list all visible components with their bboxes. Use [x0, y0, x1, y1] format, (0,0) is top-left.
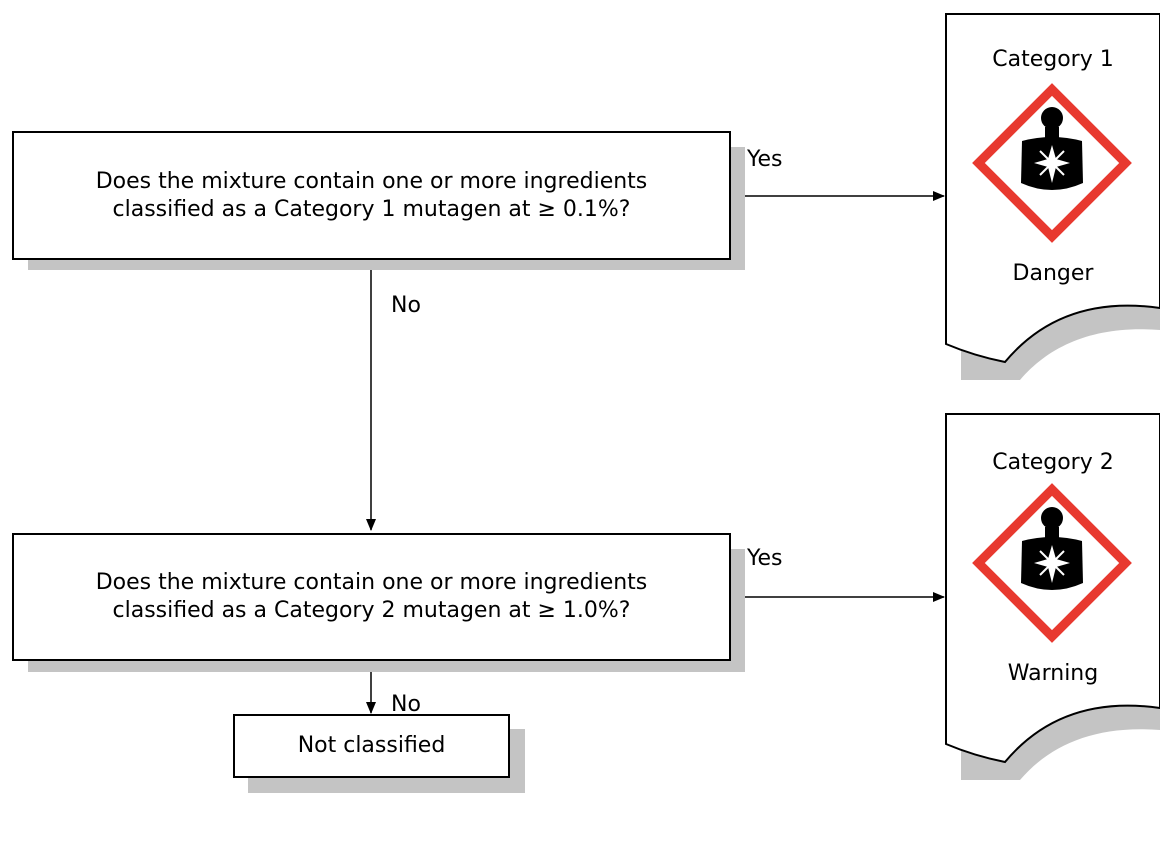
question-2-text: Does the mixture contain one or more ing…	[96, 569, 648, 625]
question-1-box: Does the mixture contain one or more ing…	[12, 131, 731, 260]
question-1-line-2: classified as a Category 1 mutagen at ≥ …	[112, 196, 631, 222]
question-1-line-1: Does the mixture contain one or more ing…	[95, 168, 648, 194]
health-hazard-icon	[972, 483, 1132, 643]
outcome-1-signal-word: Danger	[1012, 261, 1094, 286]
no-label-1: No	[391, 293, 421, 318]
health-hazard-icon	[972, 83, 1132, 243]
yes-label-1: Yes	[747, 147, 783, 172]
question-2-line-1: Does the mixture contain one or more ing…	[95, 570, 648, 595]
question-2-line-2: classified as a Category 2 mutagen at ≥ …	[112, 598, 631, 623]
not-classified-box: Not classified	[233, 714, 510, 778]
outcome-2-category: Category 2	[992, 450, 1114, 475]
yes-label-2: Yes	[747, 546, 783, 571]
no-label-2: No	[391, 692, 421, 717]
question-1-text: Does the mixture contain one or more ing…	[96, 168, 648, 224]
outcome-2-signal-word: Warning	[1007, 661, 1099, 686]
question-2-box: Does the mixture contain one or more ing…	[12, 533, 731, 661]
not-classified-label: Not classified	[297, 733, 446, 758]
outcome-1-category: Category 1	[992, 47, 1114, 72]
